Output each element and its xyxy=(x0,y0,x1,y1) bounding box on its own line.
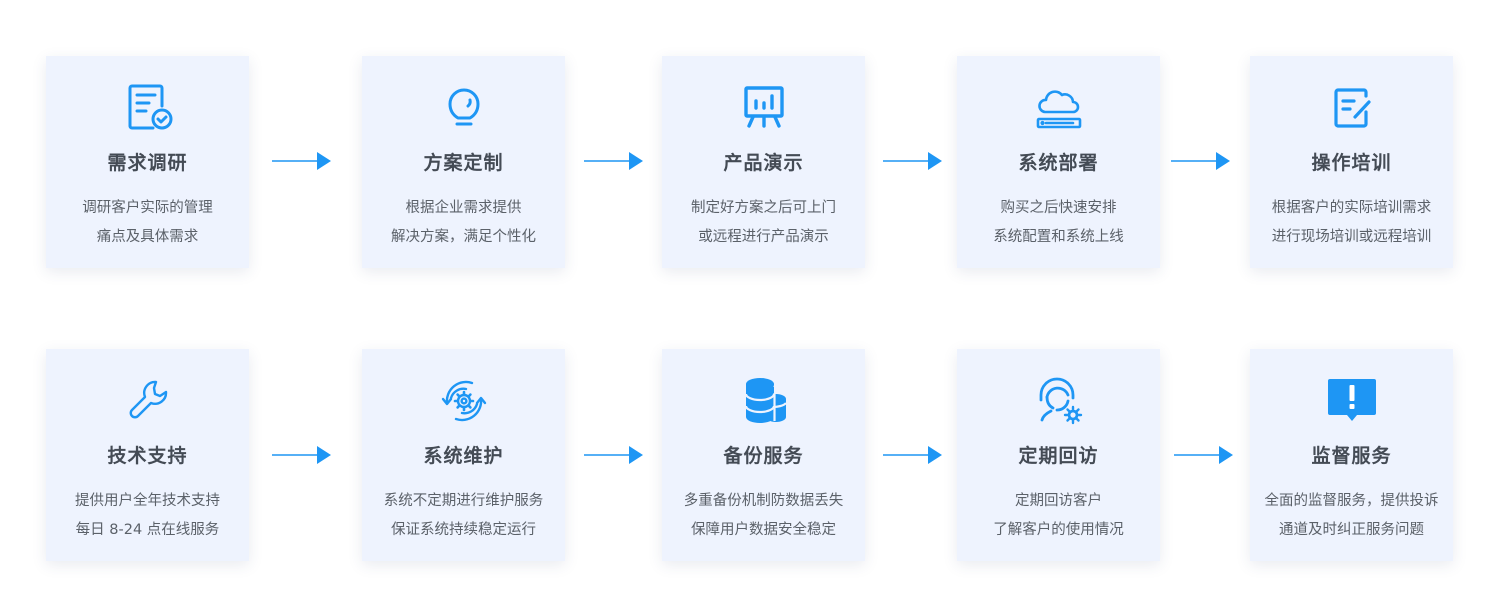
step-description: 调研客户实际的管理 痛点及具体需求 xyxy=(46,194,249,252)
flow-arrow xyxy=(1174,445,1234,465)
database-icon xyxy=(736,373,792,429)
gear-cycle-icon xyxy=(436,373,492,429)
step-title: 产品演示 xyxy=(723,152,804,174)
desc-line: 多重备份机制防数据丢失 xyxy=(683,493,844,509)
step-title: 操作培训 xyxy=(1311,152,1392,174)
desc-line: 全面的监督服务，提供投诉 xyxy=(1264,493,1439,509)
step-card-product-demo: 产品演示 制定好方案之后可上门 或远程进行产品演示 xyxy=(662,56,865,268)
desc-line: 痛点及具体需求 xyxy=(96,229,199,245)
edit-document-icon xyxy=(1324,80,1380,136)
desc-line: 根据企业需求提供 xyxy=(405,200,522,216)
step-title: 需求调研 xyxy=(107,152,188,174)
step-description: 制定好方案之后可上门 或远程进行产品演示 xyxy=(662,194,865,252)
step-description: 提供用户全年技术支持 每日 8-24 点在线服务 xyxy=(46,487,249,545)
step-title: 监督服务 xyxy=(1311,445,1392,467)
step-description: 系统不定期进行维护服务 保证系统持续稳定运行 xyxy=(362,487,565,545)
desc-line: 保障用户数据安全稳定 xyxy=(691,522,836,538)
desc-line: 或远程进行产品演示 xyxy=(698,229,829,245)
step-card-system-deployment: 系统部署 购买之后快速安排 系统配置和系统上线 xyxy=(957,56,1160,268)
desc-line: 制定好方案之后可上门 xyxy=(691,200,836,216)
desc-line: 保证系统持续稳定运行 xyxy=(391,522,536,538)
customer-service-icon xyxy=(1031,373,1087,429)
step-card-requirements-research: 需求调研 调研客户实际的管理 痛点及具体需求 xyxy=(46,56,249,268)
desc-line: 定期回访客户 xyxy=(1015,493,1102,509)
step-description: 根据企业需求提供 解决方案，满足个性化 xyxy=(362,194,565,252)
desc-line: 了解客户的使用情况 xyxy=(993,522,1124,538)
step-card-system-maintenance: 系统维护 系统不定期进行维护服务 保证系统持续稳定运行 xyxy=(362,349,565,561)
step-title: 定期回访 xyxy=(1018,445,1099,467)
cloud-server-icon xyxy=(1031,80,1087,136)
step-title: 方案定制 xyxy=(423,152,504,174)
step-description: 多重备份机制防数据丢失 保障用户数据安全稳定 xyxy=(662,487,865,545)
alert-message-icon xyxy=(1324,373,1380,429)
presentation-board-icon xyxy=(736,80,792,136)
step-description: 根据客户的实际培训需求 进行现场培训或远程培训 xyxy=(1250,194,1453,252)
step-title: 系统维护 xyxy=(423,445,504,467)
desc-line: 系统配置和系统上线 xyxy=(993,229,1124,245)
step-card-operation-training: 操作培训 根据客户的实际培训需求 进行现场培训或远程培训 xyxy=(1250,56,1453,268)
flow-arrow xyxy=(584,151,644,171)
document-check-icon xyxy=(120,80,176,136)
step-title: 系统部署 xyxy=(1018,152,1099,174)
step-description: 全面的监督服务，提供投诉 通道及时纠正服务问题 xyxy=(1250,487,1453,545)
flow-arrow xyxy=(584,445,644,465)
desc-line: 通道及时纠正服务问题 xyxy=(1279,522,1424,538)
flow-arrow xyxy=(883,151,943,171)
step-description: 定期回访客户 了解客户的使用情况 xyxy=(957,487,1160,545)
step-card-solution-customization: 方案定制 根据企业需求提供 解决方案，满足个性化 xyxy=(362,56,565,268)
flow-arrow xyxy=(1171,151,1231,171)
desc-line: 购买之后快速安排 xyxy=(1000,200,1117,216)
step-card-supervision-service: 监督服务 全面的监督服务，提供投诉 通道及时纠正服务问题 xyxy=(1250,349,1453,561)
desc-line: 解决方案，满足个性化 xyxy=(391,229,536,245)
flow-arrow xyxy=(272,151,332,171)
flow-arrow xyxy=(883,445,943,465)
step-card-technical-support: 技术支持 提供用户全年技术支持 每日 8-24 点在线服务 xyxy=(46,349,249,561)
step-card-backup-service: 备份服务 多重备份机制防数据丢失 保障用户数据安全稳定 xyxy=(662,349,865,561)
lightbulb-icon xyxy=(436,80,492,136)
desc-line: 根据客户的实际培训需求 xyxy=(1271,200,1432,216)
step-card-regular-follow-up: 定期回访 定期回访客户 了解客户的使用情况 xyxy=(957,349,1160,561)
step-description: 购买之后快速安排 系统配置和系统上线 xyxy=(957,194,1160,252)
desc-line: 每日 8-24 点在线服务 xyxy=(75,522,220,538)
desc-line: 调研客户实际的管理 xyxy=(82,200,213,216)
desc-line: 提供用户全年技术支持 xyxy=(75,493,220,509)
step-title: 技术支持 xyxy=(107,445,188,467)
step-title: 备份服务 xyxy=(723,445,804,467)
wrench-icon xyxy=(120,373,176,429)
flow-arrow xyxy=(272,445,332,465)
desc-line: 系统不定期进行维护服务 xyxy=(383,493,544,509)
desc-line: 进行现场培训或远程培训 xyxy=(1271,229,1432,245)
